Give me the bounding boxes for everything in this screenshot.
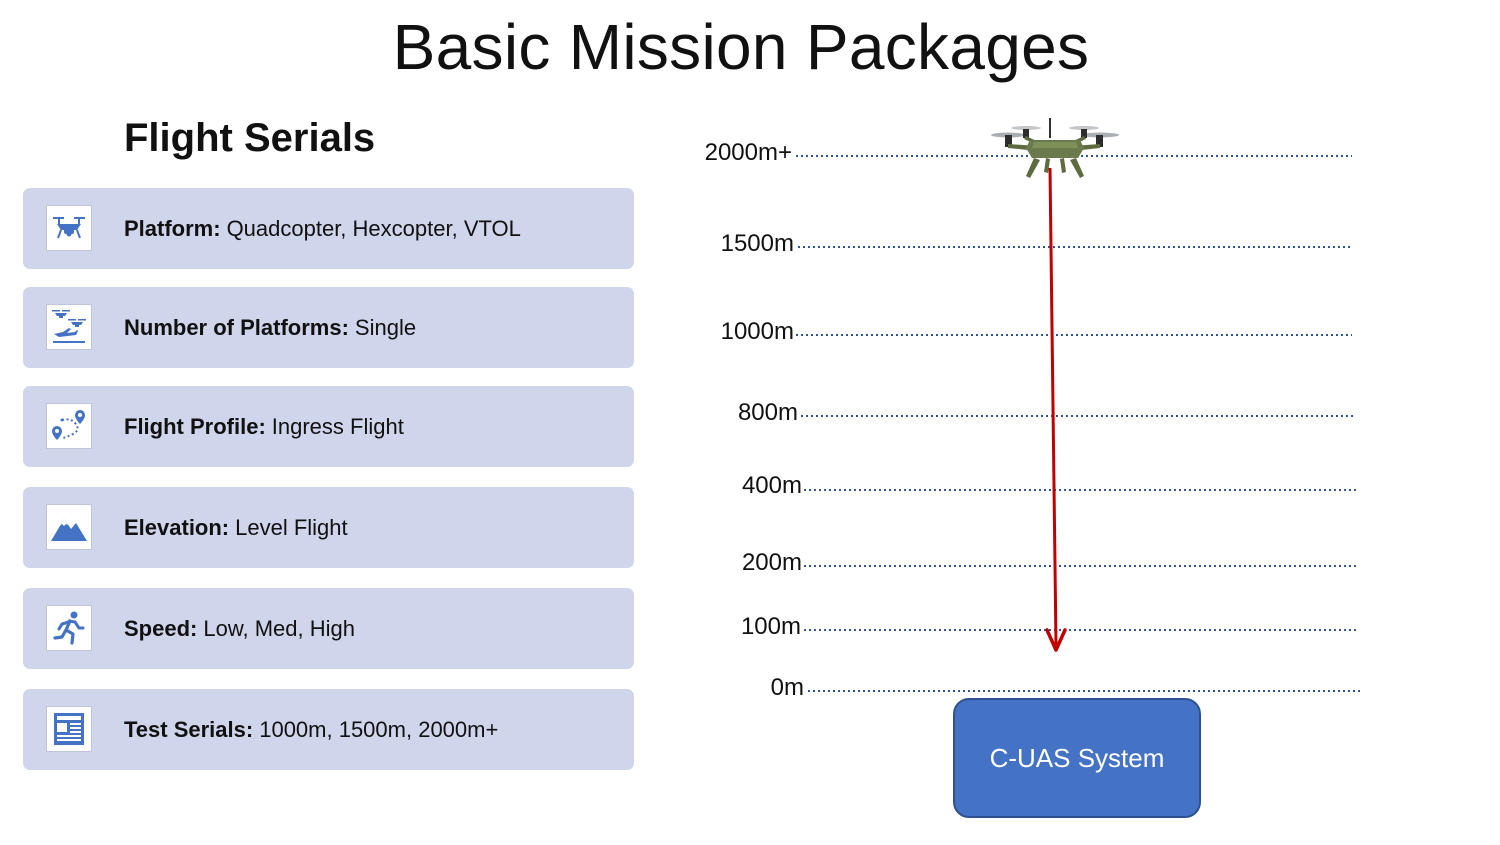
drone-icon — [46, 205, 92, 251]
card-value: 1000m, 1500m, 2000m+ — [259, 716, 499, 742]
mountain-icon — [46, 504, 92, 550]
descent-arrow — [1045, 167, 1067, 652]
card-label: Number of Platforms: — [124, 314, 349, 340]
altitude-label-1000: 1000m — [720, 318, 794, 345]
drone-icon — [991, 118, 1119, 178]
altitude-lines — [796, 155, 1362, 692]
card-label: Platform: — [124, 215, 221, 241]
card-label: Flight Profile: — [124, 413, 266, 439]
card-value: Ingress Flight — [271, 413, 404, 439]
card-value: Level Flight — [235, 514, 348, 540]
altitude-label-100: 100m — [740, 613, 801, 640]
section-heading-flight-serials: Flight Serials — [124, 116, 376, 160]
card-label: Speed: — [124, 615, 198, 641]
running-person-icon — [46, 605, 92, 651]
card-number-of-platforms: Number of Platforms: Single — [23, 287, 634, 368]
card-speed: Speed: Low, Med, High — [23, 588, 634, 669]
card-platform: Platform: Quadcopter, Hexcopter, VTOL — [23, 188, 634, 269]
c-uas-system-box: C-UAS System — [953, 698, 1201, 818]
multiple-platforms-icon — [46, 304, 92, 350]
altitude-label-2000: 2000m+ — [704, 139, 792, 166]
page-title: Basic Mission Packages — [392, 11, 1090, 83]
altitude-label-1500: 1500m — [720, 230, 794, 257]
altitude-label-400: 400m — [741, 472, 802, 499]
altitude-label-0: 0m — [770, 674, 804, 701]
card-label: Test Serials: — [124, 716, 254, 742]
newspaper-icon — [46, 706, 92, 752]
card-value: Quadcopter, Hexcopter, VTOL — [226, 215, 521, 241]
altitude-label-200: 200m — [741, 549, 802, 576]
card-value: Single — [354, 314, 417, 340]
altitude-label-800: 800m — [737, 399, 798, 426]
route-map-icon — [46, 403, 92, 449]
card-test-serials: Test Serials: 1000m, 1500m, 2000m+ — [23, 689, 634, 770]
card-label: Elevation: — [124, 514, 230, 540]
card-value: Low, Med, High — [203, 615, 355, 641]
card-flight-profile: Flight Profile: Ingress Flight — [23, 386, 634, 467]
card-elevation: Elevation: Level Flight — [23, 487, 634, 568]
